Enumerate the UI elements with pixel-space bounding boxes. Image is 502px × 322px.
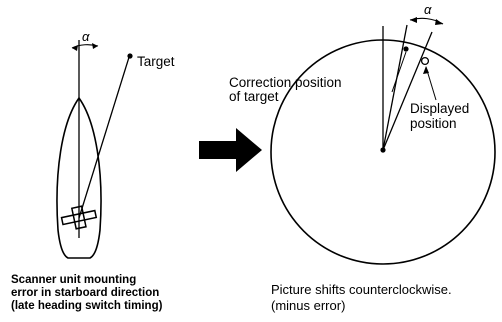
target-dot <box>127 53 133 59</box>
left-caption-line-3: (late heading switch timing) <box>11 300 163 312</box>
ship-illustration: α Target Scanner unit mounting error in … <box>11 29 175 312</box>
displayed-leader-arrow <box>423 66 429 74</box>
own-ship-center <box>380 147 386 153</box>
right-caption-line-1: Picture shifts counterclockwise. <box>271 282 452 297</box>
correction-bearing-line <box>382 24 408 151</box>
ship-hull <box>56 96 102 259</box>
transition-arrow <box>199 128 262 172</box>
displayed-label-line-1: Displayed <box>410 101 469 116</box>
alpha-arc-arrow-left <box>92 43 98 49</box>
alpha-arc-arrow-right-start <box>410 17 417 23</box>
target-bearing-line <box>78 53 131 219</box>
correction-leader-line <box>391 51 407 93</box>
left-caption-line-2: error in starboard direction <box>11 287 159 299</box>
target-label: Target <box>137 54 175 69</box>
right-caption-line-2: (minus error) <box>271 298 345 313</box>
alpha-label-left: α <box>82 29 90 44</box>
correction-label-line-2: of target <box>229 89 279 104</box>
correction-position-dot <box>403 46 409 52</box>
correction-label-line-1: Correction position <box>229 75 342 90</box>
displayed-bearing-line <box>382 31 433 151</box>
displayed-label-line-2: position <box>410 116 457 131</box>
scanner-unit <box>60 205 98 230</box>
radar-display: α Correction position of target Displaye… <box>229 2 496 313</box>
displayed-position-marker <box>420 56 430 66</box>
alpha-arc-arrow-right <box>435 19 443 25</box>
left-caption-line-1: Scanner unit mounting <box>11 274 136 286</box>
alpha-arc-arrow-left-start <box>72 45 78 51</box>
alpha-label-right: α <box>424 2 432 17</box>
